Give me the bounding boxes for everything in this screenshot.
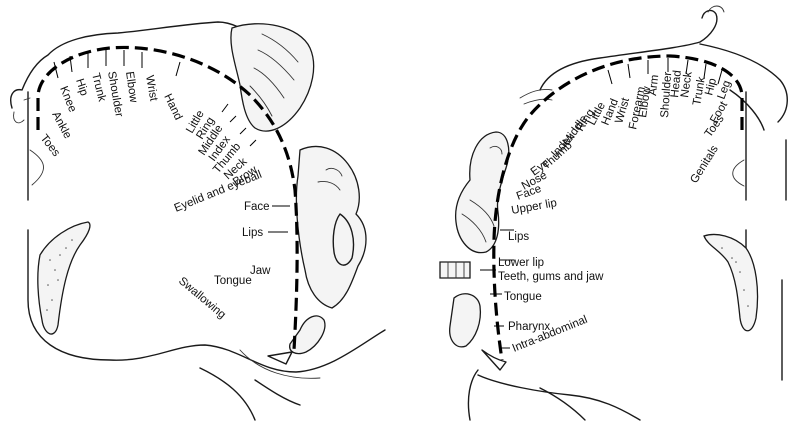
left-hand-illustration	[230, 23, 315, 132]
label-shoulder-sensory: Shoulder	[659, 71, 674, 118]
label-ankle: Ankle	[49, 110, 73, 141]
label-hip-motor: Hip	[73, 77, 90, 97]
right-basal-lines	[539, 387, 586, 421]
label-tongue-motor: Tongue	[214, 275, 252, 287]
label-elbow-motor: Elbow	[123, 71, 139, 104]
label-trunk-sensory: Trunk	[691, 76, 708, 107]
right-ventricle	[703, 233, 759, 332]
label-lips-motor: Lips	[242, 227, 263, 239]
label-shoulder-motor: Shoulder	[105, 70, 125, 118]
label-foot: Foot	[708, 99, 730, 126]
label-pharynx: Pharynx	[508, 321, 550, 333]
label-trunk-motor: Trunk	[89, 72, 108, 103]
right-brain-outline	[745, 91, 787, 381]
label-genitals: Genitals	[688, 143, 721, 185]
label-neck-sensory: Neck	[679, 71, 695, 99]
label-lower-lip: Lower lip	[498, 257, 544, 269]
label-tongue-sensory: Tongue	[504, 291, 542, 303]
label-hip-sensory: Hip	[703, 77, 719, 97]
label-jaw: Jaw	[250, 265, 271, 277]
left-ventricle	[37, 221, 91, 335]
right-face-illustration	[454, 131, 510, 254]
left-homunculus-foot	[13, 97, 31, 124]
left-homunculus-body	[10, 21, 259, 109]
left-face-open-mouth	[332, 213, 355, 266]
label-lips-sensory: Lips	[508, 231, 529, 243]
left-brain-outline	[27, 91, 386, 373]
right-map-band	[492, 54, 744, 361]
label-wrist-motor: Wrist	[143, 74, 159, 102]
left-sulcus-b	[239, 349, 321, 379]
label-elbow-sensory: Elbow	[637, 85, 653, 118]
left-hemisphere: Toes Ankle Knee Hip Trunk Shoulder Elbow…	[10, 21, 386, 421]
label-head: Head	[669, 70, 684, 99]
right-arrow-head	[481, 349, 507, 371]
label-teeth-gums-jaw: Teeth, gums and jaw	[498, 271, 604, 283]
left-map-band	[36, 45, 299, 351]
right-face-features	[461, 145, 503, 243]
right-teeth-lines	[447, 261, 465, 279]
right-label-ticks	[480, 58, 723, 349]
left-basal-lines	[199, 367, 301, 421]
right-lower-brain	[467, 369, 641, 421]
left-hand-fingers	[249, 33, 299, 117]
left-face-illustration	[295, 145, 367, 309]
right-homunculus-legs	[699, 43, 788, 131]
left-sulcus-a	[29, 149, 44, 186]
label-arm: Arm	[647, 74, 661, 96]
label-toes-motor: Toes	[38, 132, 63, 159]
left-label-ticks	[53, 50, 290, 233]
right-teeth-illustration	[439, 261, 471, 279]
right-homunculus-body	[539, 9, 718, 91]
left-face-eye	[317, 167, 343, 191]
right-homunculus-arm	[519, 89, 553, 105]
right-hemisphere: Genitals Toes Foot Leg Hip Trunk Neck He…	[439, 5, 788, 421]
left-arrow-head	[267, 351, 293, 365]
right-tongue-illustration	[449, 293, 482, 348]
left-ventricle-stipple	[46, 239, 73, 311]
right-ventricle-stipple	[721, 247, 749, 307]
label-face-motor: Face	[244, 201, 270, 213]
right-sulcus-a	[732, 159, 745, 187]
right-homunculus-head	[707, 5, 725, 13]
label-hand-motor: Hand	[161, 92, 184, 122]
label-intra-abdominal: Intra-abdominal	[511, 314, 590, 355]
